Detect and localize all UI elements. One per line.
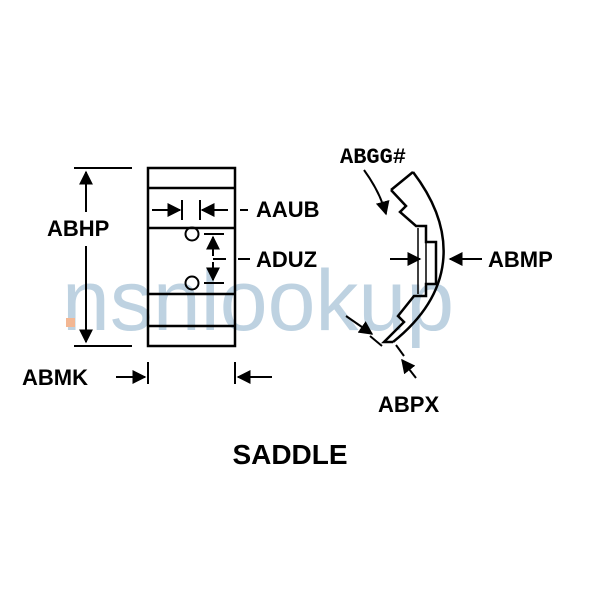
- outer-arc: [392, 171, 445, 343]
- abmk-label: ABMK: [22, 365, 88, 390]
- lower-hole: [184, 275, 200, 291]
- abmp-label: ABMP: [488, 247, 553, 272]
- abgg-leader: [363, 169, 390, 216]
- inner-stepped-profile: [380, 171, 438, 344]
- front-view: [146, 166, 237, 348]
- side-view: [380, 171, 445, 344]
- abpx-dimension: [345, 315, 417, 379]
- diagram-title: SADDLE: [232, 439, 347, 470]
- abgg-label: ABGG#: [340, 145, 406, 170]
- watermark-accent-dot: [66, 318, 75, 327]
- upper-hole: [184, 226, 200, 242]
- abpx-left-extension: [369, 335, 383, 347]
- aduz-label: ADUZ: [256, 247, 317, 272]
- watermark: nsnlookup: [62, 253, 454, 349]
- abpx-label: ABPX: [378, 392, 439, 417]
- abpx-arrow-outer: [401, 358, 417, 379]
- abhp-label: ABHP: [47, 216, 109, 241]
- aduz-dimension: [204, 233, 250, 284]
- abmk-dimension: [116, 362, 272, 384]
- abpx-arrow-inner: [345, 315, 374, 335]
- aaub-label: AAUB: [256, 197, 320, 222]
- aaub-dimension: [152, 200, 248, 220]
- abhp-dimension: [74, 167, 132, 347]
- abpx-right-extension: [395, 344, 405, 357]
- saddle-body-outline: [146, 166, 237, 348]
- watermark-text: nsnlookup: [62, 253, 454, 349]
